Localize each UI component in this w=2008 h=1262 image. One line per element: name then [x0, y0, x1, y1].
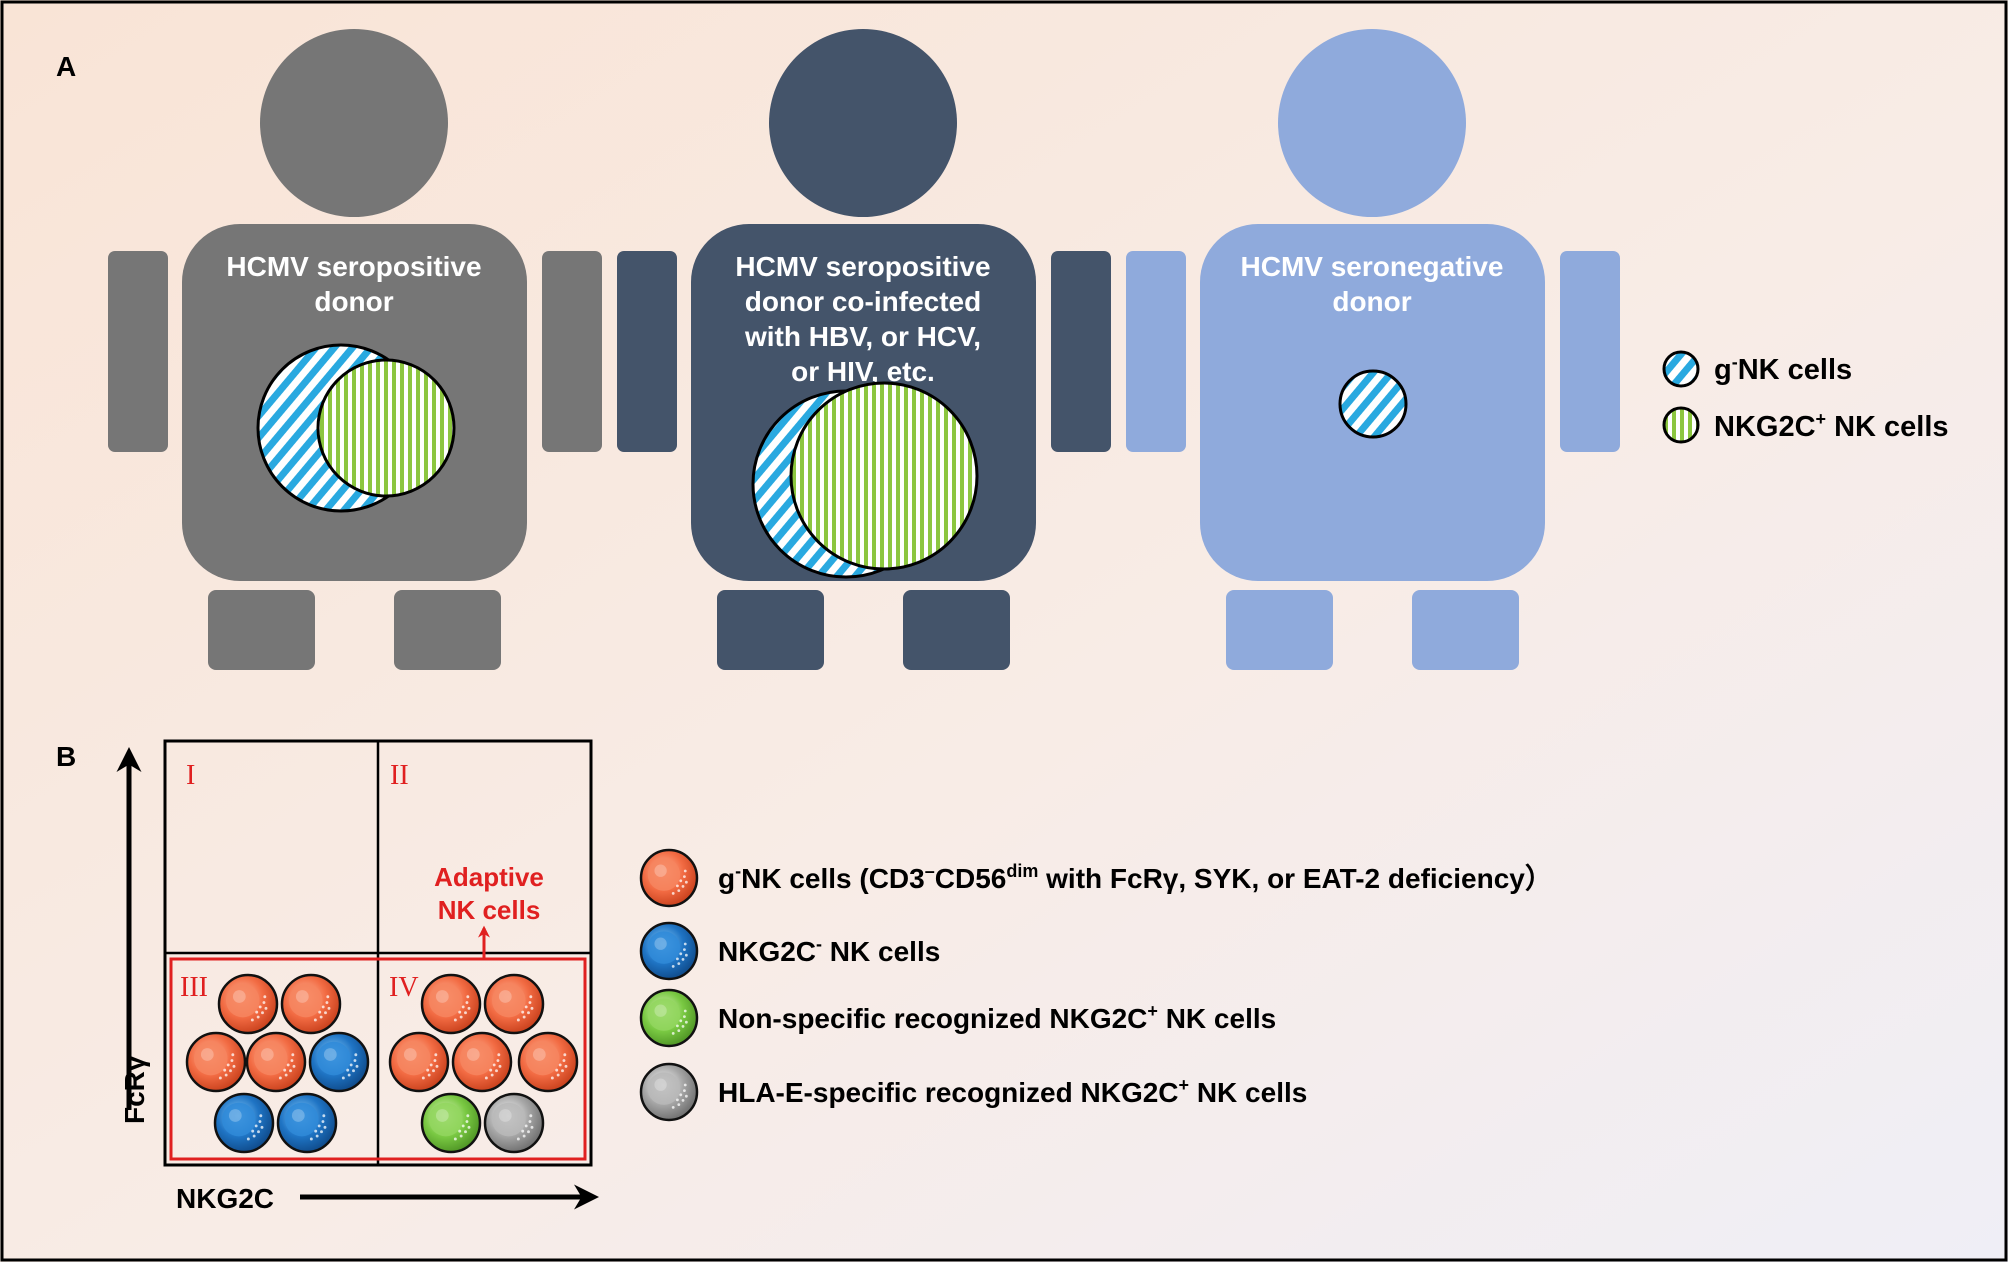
adaptive-label-line-1: Adaptive: [434, 862, 544, 892]
donor-right-arm: [542, 251, 602, 452]
nk-cell-orange: [388, 1031, 450, 1093]
donor-left-arm: [617, 251, 677, 452]
nk-cell-orange: [451, 1031, 513, 1093]
donor-label-line: with HBV, or HCV,: [744, 321, 981, 352]
donor-head: [260, 29, 448, 217]
donor-label-line: HCMV seronegative: [1241, 251, 1504, 282]
donor-figures: HCMV seropositive donor HCMV seropositive d…: [108, 29, 1620, 670]
donor-right-leg: [1412, 590, 1519, 670]
donor-head: [769, 29, 957, 217]
nk-cell-blue: [308, 1031, 370, 1093]
adaptive-label-line-2: NK cells: [438, 895, 541, 925]
panel-label-a: A: [56, 51, 76, 82]
legend-a: g-NK cells NKG2C+ NK cells: [1662, 350, 1949, 444]
gnk-cells-circle: [1338, 369, 1408, 439]
nkg2c-cells-circle: [789, 381, 979, 571]
donor-left-arm: [108, 251, 168, 452]
nk-cell-gray: [483, 1092, 545, 1154]
legend-b-label-gray: HLA-E-specific recognized NKG2C+ NK cell…: [718, 1075, 1307, 1108]
donor-right-leg: [903, 590, 1010, 670]
donor-venn: [1338, 369, 1408, 439]
quadrant-label-i: I: [186, 760, 195, 791]
nk-cell-orange: [517, 1031, 579, 1093]
donor-label-line: HCMV seropositive: [735, 251, 990, 282]
panel-label-b: B: [56, 741, 76, 772]
nk-cell-green: [420, 1092, 482, 1154]
donor-right-arm: [1051, 251, 1111, 452]
donor-head: [1278, 29, 1466, 217]
nk-cell-orange: [217, 973, 279, 1035]
y-axis-label: FcRγ: [119, 1055, 150, 1124]
legend-b-label-green: Non-specific recognized NKG2C+ NK cells: [718, 1001, 1276, 1034]
plot-cells: [185, 973, 579, 1154]
donor-label-line: donor: [314, 286, 393, 317]
legend-b-label-blue: NKG2C- NK cells: [718, 934, 940, 967]
x-axis-label: NKG2C: [176, 1183, 274, 1214]
donor-left-leg: [717, 590, 824, 670]
donor-label-line: HCMV seropositive: [226, 251, 481, 282]
quadrant-plot: I II III IV Adaptive NK cells: [163, 739, 593, 1167]
donor-figure-1: HCMV seropositive donor: [108, 29, 602, 670]
legend-a-nkg2c-label: NKG2C+ NK cells: [1714, 409, 1949, 443]
legend-b-swatch-orange: [639, 848, 699, 908]
nk-cell-orange: [280, 973, 342, 1035]
donor-left-arm: [1126, 251, 1186, 452]
donor-venn: [751, 381, 979, 579]
nk-cell-blue: [276, 1092, 338, 1154]
nk-cell-orange: [185, 1031, 247, 1093]
donor-right-leg: [394, 590, 501, 670]
legend-b-swatch-green: [639, 988, 699, 1048]
donor-venn: [256, 343, 456, 513]
donor-figure-2: HCMV seropositive donor co-infected with H…: [617, 29, 1111, 670]
nk-cell-orange: [483, 973, 545, 1035]
donor-label-line: or HIV, etc.: [791, 356, 935, 387]
legend-b-swatch-gray: [639, 1062, 699, 1122]
legend-b: g-NK cells (CD3–CD56dim with FcRγ, SYK, …: [639, 848, 1553, 1122]
donor-left-leg: [1226, 590, 1333, 670]
donor-figure-3: HCMV seronegative donor: [1126, 29, 1620, 670]
nk-cell-orange: [420, 973, 482, 1035]
donor-label-line: donor co-infected: [745, 286, 981, 317]
quadrant-label-iii: III: [180, 972, 208, 1003]
nkg2c-cells-circle: [316, 358, 456, 498]
nk-cell-blue: [213, 1092, 275, 1154]
legend-a-gnk-label: g-NK cells: [1714, 352, 1852, 386]
quadrant-label-iv: IV: [389, 972, 419, 1003]
legend-b-swatch-blue: [639, 921, 699, 981]
donor-right-arm: [1560, 251, 1620, 452]
nk-cell-orange: [245, 1031, 307, 1093]
legend-a-nkg2c-swatch: [1662, 406, 1700, 444]
legend-a-gnk-swatch: [1662, 350, 1700, 388]
donor-label-line: donor: [1332, 286, 1411, 317]
donor-left-leg: [208, 590, 315, 670]
legend-b-label-orange: g-NK cells (CD3–CD56dim with FcRγ, SYK, …: [718, 861, 1553, 894]
quadrant-label-ii: II: [390, 760, 409, 791]
adaptive-region-box: [169, 957, 587, 1161]
